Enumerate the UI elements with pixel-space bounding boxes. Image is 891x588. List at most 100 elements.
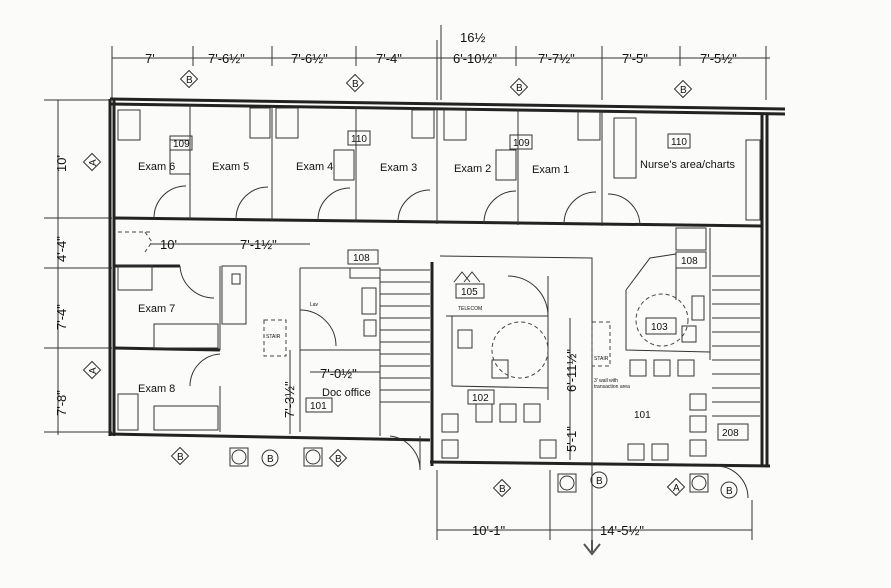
room-exam-8: Exam 8 — [138, 383, 175, 395]
stair-label: STAIR — [266, 334, 281, 340]
room-number-101: 101 — [310, 401, 327, 412]
room-tag-102 — [467, 389, 495, 405]
room-doc-office: Doc office — [322, 387, 371, 399]
dim-top-3: 7'-6½" — [291, 51, 328, 66]
room-number-103: 103 — [651, 322, 668, 333]
grid-marker-b: B — [328, 448, 348, 468]
svg-text:B: B — [177, 452, 184, 463]
grid-marker-a: A — [666, 477, 686, 497]
dim-inner-7-0-5: 7'-0½" — [320, 366, 357, 381]
svg-text:B: B — [186, 75, 193, 86]
grid-marker-b: B — [492, 478, 512, 498]
inner-dimensions: 10' 7'-1½" 7'-0½" 7'-3½" — [150, 237, 380, 434]
room-tag-101 — [305, 397, 333, 413]
dim-left-2: 4'-4" — [54, 236, 69, 262]
bottom-dimension-string: 10'-1" 14'-5½" — [436, 470, 753, 540]
dim-inner-10: 10' — [160, 237, 177, 252]
room-number-105: 105 — [461, 287, 478, 298]
room-tag-208 — [717, 423, 749, 441]
svg-text:B: B — [726, 486, 733, 497]
room-tag-103 — [645, 317, 677, 335]
svg-text:B: B — [596, 476, 603, 487]
svg-text:B: B — [267, 454, 274, 465]
stairs-central — [380, 262, 434, 466]
room-number-108: 108 — [353, 253, 370, 264]
svg-text:A: A — [673, 483, 680, 494]
room-exam-7: Exam 7 — [138, 303, 175, 315]
svg-text:B: B — [335, 454, 342, 465]
room-nurses-area: Nurse's area/charts — [640, 159, 736, 171]
left-wing-walls — [113, 231, 247, 432]
room-tag-108 — [347, 249, 379, 265]
grid-marker-b: B — [261, 449, 279, 467]
grid-marker-b: B — [673, 79, 693, 99]
telecom-label: TELECOM — [458, 306, 482, 312]
dim-top-1: 7' — [145, 51, 155, 66]
dim-top-7: 7'-5" — [622, 51, 648, 66]
room-number-109: 109 — [173, 139, 190, 150]
room-exam-6: Exam 6 — [138, 161, 175, 173]
grid-marker-b: B — [590, 471, 608, 489]
dim-top-6: 7'-7½" — [538, 51, 575, 66]
svg-text:A: A — [88, 159, 99, 166]
room-number-208: 208 — [722, 428, 739, 439]
room-exam-4: Exam 4 — [296, 161, 333, 173]
room-number-108b: 108 — [681, 256, 698, 267]
svg-text:B: B — [680, 85, 687, 96]
dim-top-8: 7'-5½" — [700, 51, 737, 66]
dim-bottom-2: 14'-5½" — [600, 523, 644, 538]
svg-text:B: B — [516, 83, 523, 94]
grid-marker-b: B — [509, 77, 529, 97]
dim-bottom-1: 10'-1" — [472, 523, 506, 538]
dim-top-partial: 16½ — [460, 30, 485, 45]
right-wing-walls — [557, 227, 760, 499]
room-number-102: 102 — [472, 393, 489, 404]
room-number-109: 109 — [513, 138, 530, 149]
room-exam-3: Exam 3 — [380, 162, 417, 174]
svg-text:A: A — [88, 367, 99, 374]
stair-label-2: STAIR — [594, 356, 609, 362]
note-wall: 3' wall with — [594, 378, 618, 384]
dim-inner-7-1-5: 7'-1½" — [240, 237, 277, 252]
grid-marker-b: B — [345, 73, 365, 93]
svg-text:B: B — [499, 484, 506, 495]
room-tag-108b — [675, 251, 707, 269]
dim-top-5: 6'-10½" — [453, 51, 497, 66]
grid-marker-b: B — [170, 446, 190, 466]
grid-marker-a: A — [82, 152, 102, 172]
dim-left-1: 10' — [54, 155, 69, 172]
room-number-110: 110 — [351, 134, 367, 145]
dim-inner-6-11-5: 6'-11½" — [564, 349, 579, 392]
left-dimension-string: 10' 4'-4" 7'-4" 7'-8" — [44, 99, 112, 435]
room-lav: Lav — [310, 302, 319, 308]
grid-marker-a: A — [82, 360, 102, 380]
dim-left-4: 7'-8" — [54, 390, 69, 416]
room-exam-5: Exam 5 — [212, 161, 249, 173]
grid-markers-bottom: B B B B B A B — [170, 446, 738, 499]
room-number-101b: 101 — [634, 410, 651, 421]
dim-top-2: 7'-6½" — [208, 51, 245, 66]
svg-text:B: B — [352, 79, 359, 90]
top-dimension-string: 7' 7'-6½" 7'-6½" 7'-4" 6'-10½" 7'-7½" 7'… — [111, 25, 770, 100]
room-number-110: 110 — [671, 137, 687, 148]
reception-walls — [439, 255, 611, 548]
dim-left-3: 7'-4" — [54, 304, 69, 330]
grid-marker-b: B — [179, 69, 199, 89]
grid-markers-left: A A — [82, 152, 102, 380]
room-exam-2: Exam 2 — [454, 163, 491, 175]
dim-inner-5-1: 5'-1" — [564, 426, 579, 452]
reception-dimensions: 6'-11½" 5'-1" — [564, 318, 579, 460]
room-number-tags-top: 109 110 109 110 — [169, 130, 691, 151]
dim-inner-7-3-5: 7'-3½" — [282, 381, 297, 418]
grid-markers-top: B B B B — [179, 69, 693, 99]
dim-top-4: 7'-4" — [376, 51, 402, 66]
exam-room-walls — [113, 104, 763, 228]
marker-arrow — [583, 540, 601, 556]
grid-marker-b: B — [720, 481, 738, 499]
note-transaction: transaction area — [594, 384, 630, 390]
central-walls — [229, 262, 434, 471]
stairs-right — [712, 275, 760, 417]
room-exam-1: Exam 1 — [532, 164, 569, 176]
room-tag-105 — [455, 283, 485, 299]
